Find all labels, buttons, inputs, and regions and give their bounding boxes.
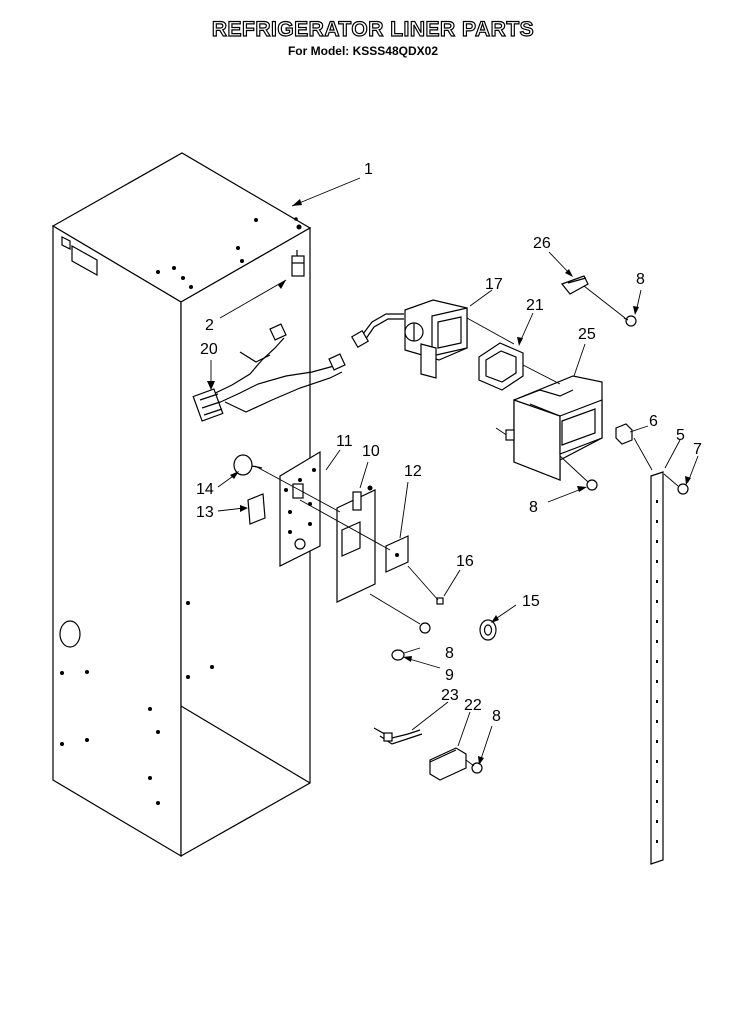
page-title: REFRIGERATOR LINER PARTS — [211, 17, 535, 41]
callout-10: 10 — [362, 443, 380, 460]
part-23-cable — [373, 727, 423, 745]
part-2-socket — [291, 250, 305, 277]
callout-9: 9 — [445, 667, 454, 684]
callout-12: 12 — [404, 463, 422, 480]
part-6-clip — [615, 423, 633, 445]
part-17-control — [350, 299, 468, 379]
callout-14: 14 — [196, 481, 214, 498]
callout-1: 1 — [364, 161, 373, 178]
part-20-harness — [192, 323, 346, 422]
part-25-housing — [513, 375, 603, 481]
callout-5: 5 — [676, 427, 685, 444]
part-15-grommet — [479, 619, 497, 641]
callout-13: 13 — [196, 504, 214, 521]
callout-21: 21 — [526, 297, 544, 314]
liner-cabinet — [51, 152, 312, 858]
callout-25: 25 — [578, 326, 596, 343]
callout-8-mid: 8 — [529, 499, 538, 516]
part-9-clip — [391, 649, 405, 661]
part-22-switch — [429, 747, 467, 781]
callout-8-bottom: 8 — [492, 708, 501, 725]
part-10-bracket — [336, 485, 376, 603]
leader-lines — [207, 177, 699, 767]
callout-22: 22 — [464, 697, 482, 714]
callout-8-top: 8 — [636, 271, 645, 288]
part-16-clip — [436, 597, 444, 605]
screw-8-bottom — [471, 762, 483, 774]
callout-23: 23 — [441, 687, 459, 704]
callout-6: 6 — [649, 413, 658, 430]
page-subtitle: For Model: KSSS48QDX02 — [287, 44, 439, 58]
screws — [419, 315, 689, 774]
callout-8-center: 8 — [445, 645, 454, 662]
screw-8-top — [623, 315, 637, 327]
part-26-bracket — [561, 275, 589, 295]
part-12-plate — [385, 535, 409, 573]
callout-labels: 1 2 20 17 21 26 8 25 6 5 7 8 11 10 12 14… — [196, 161, 702, 725]
callout-7: 7 — [693, 441, 702, 458]
screw-8-mid — [586, 479, 598, 491]
part-21-frame — [478, 342, 524, 391]
screw-8-center — [419, 622, 431, 634]
callout-20: 20 — [200, 341, 218, 358]
part-5-rail — [650, 471, 664, 865]
callout-2: 2 — [205, 317, 214, 334]
callout-26: 26 — [533, 235, 551, 252]
callout-11: 11 — [336, 433, 353, 450]
part-13-label — [247, 493, 266, 525]
callout-16: 16 — [456, 553, 474, 570]
screw-7 — [677, 483, 689, 495]
callout-17: 17 — [485, 276, 503, 293]
callout-15: 15 — [522, 593, 540, 610]
